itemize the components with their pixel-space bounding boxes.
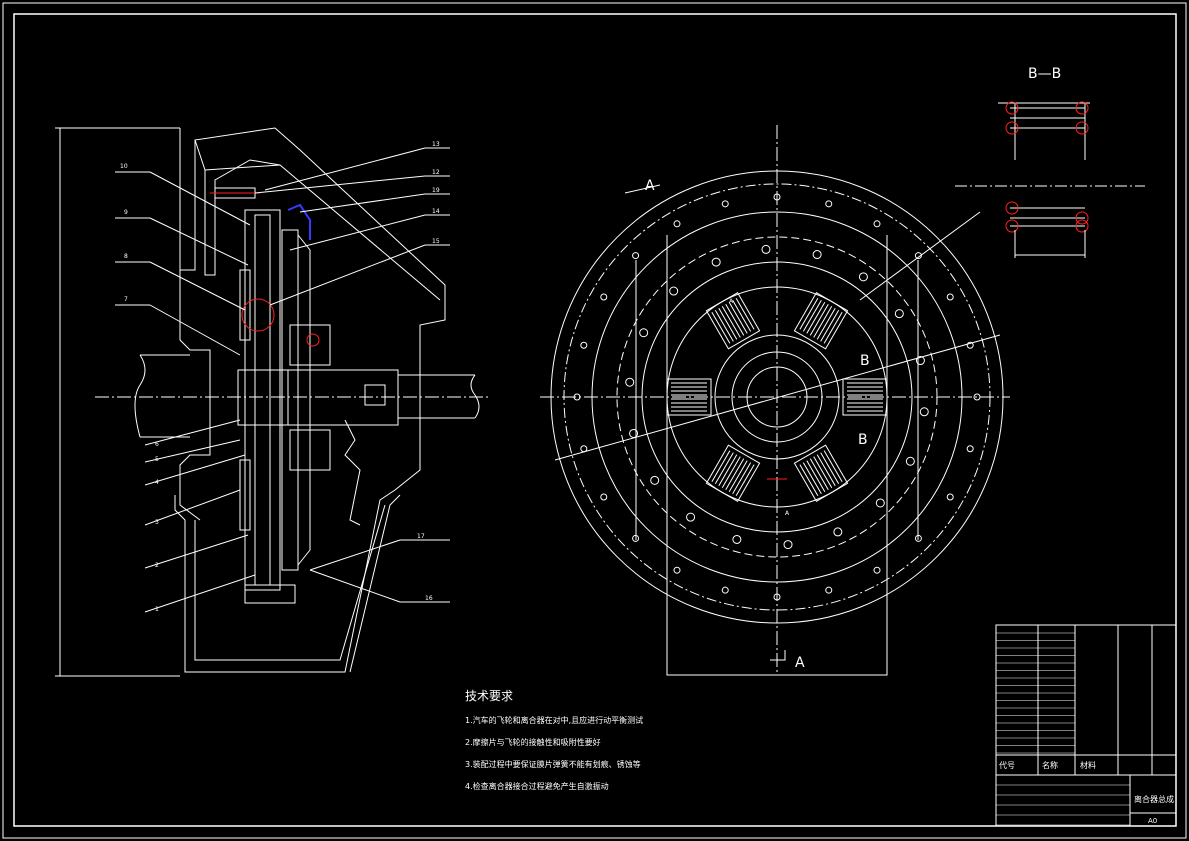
note-3: 3.装配过程中要保证膜片弹簧不能有划痕、锈蚀等 — [465, 759, 641, 769]
tb-drawing-name: 离合器总成 — [1134, 794, 1174, 804]
damper-spring-icon — [705, 444, 761, 502]
bolt-hole-icon — [773, 193, 781, 201]
front-view — [540, 125, 1010, 676]
part-num-9: 9 — [124, 209, 128, 216]
bolt-hole-icon — [600, 493, 608, 501]
bolt-hole-icon — [966, 341, 974, 349]
view-label-a-small-2: A — [785, 510, 790, 517]
tb-col-code: 代号 — [999, 760, 1015, 770]
part-num-4: 4 — [155, 479, 159, 486]
rivet-icon — [761, 244, 771, 254]
bolt-hole-icon — [721, 200, 729, 208]
view-label-a-small-1: A — [729, 298, 734, 305]
rivet-icon — [858, 272, 868, 282]
bolt-hole-icon — [632, 252, 640, 260]
front-view-details — [573, 193, 981, 601]
part-num-16: 16 — [425, 595, 433, 602]
notes-title: 技术要求 — [465, 689, 513, 703]
part-num-3: 3 — [155, 519, 159, 526]
rivet-icon — [639, 328, 649, 338]
part-num-1: 1 — [155, 606, 159, 613]
note-2: 2.摩擦片与飞轮的接触性和吸附性要好 — [465, 737, 601, 747]
bolt-hole-icon — [580, 341, 588, 349]
damper-spring-icon — [793, 292, 849, 350]
rivet-icon — [833, 527, 843, 537]
damper-spring-icon — [793, 444, 849, 502]
rivet-icon — [915, 356, 925, 366]
rivet-icon — [732, 534, 742, 544]
part-num-5: 5 — [155, 456, 159, 463]
part-num-13: 13 — [432, 141, 440, 148]
bolt-hole-icon — [721, 586, 729, 594]
bolt-hole-icon — [914, 534, 922, 542]
rivet-icon — [812, 250, 822, 260]
rivet-icon — [783, 540, 793, 550]
section-view — [55, 127, 490, 677]
part-num-2: 2 — [155, 562, 159, 569]
bolt-hole-icon — [573, 393, 581, 401]
title-block — [995, 624, 1177, 827]
bolt-hole-icon — [946, 293, 954, 301]
section-bb — [955, 101, 1145, 258]
note-4: 4.检查离合器接合过程避免产生自激振动 — [465, 781, 609, 791]
part-num-19: 19 — [432, 187, 440, 194]
view-label-a-bottom: A — [795, 655, 805, 671]
part-num-6: 6 — [155, 441, 159, 448]
part-num-15: 15 — [432, 238, 440, 245]
bolt-hole-icon — [600, 293, 608, 301]
bolt-hole-icon — [966, 445, 974, 453]
tb-col-material: 材料 — [1080, 760, 1096, 770]
bolt-hole-icon — [773, 593, 781, 601]
note-1: 1.汽车的飞轮和离合器在对中,且应进行动平衡测试 — [465, 715, 643, 725]
part-num-14: 14 — [432, 208, 440, 215]
part-num-12: 12 — [432, 169, 440, 176]
part-num-7: 7 — [124, 296, 128, 303]
bolt-hole-icon — [946, 493, 954, 501]
title-block-rows — [996, 632, 1130, 826]
damper-spring-icon — [842, 378, 888, 416]
rivet-icon — [629, 428, 639, 438]
inner-frame — [13, 13, 1177, 827]
rivet-icon — [625, 377, 635, 387]
bolt-hole-icon — [973, 393, 981, 401]
bolt-hole-icon — [825, 586, 833, 594]
damper-spring-icon — [705, 292, 761, 350]
rivet-icon — [894, 309, 904, 319]
part-num-8: 8 — [124, 253, 128, 260]
bolt-hole-icon — [873, 220, 881, 228]
tb-sheet-size: A0 — [1148, 817, 1157, 825]
bolt-hole-icon — [873, 566, 881, 574]
damper-spring-icon — [666, 378, 712, 416]
rivet-icon — [650, 475, 660, 485]
rivet-icon — [905, 456, 915, 466]
view-label-a-top: A — [645, 178, 655, 194]
bolt-hole-icon — [632, 534, 640, 542]
bolt-hole-icon — [580, 445, 588, 453]
rivet-icon — [875, 498, 885, 508]
bolt-hole-icon — [825, 200, 833, 208]
view-label-b-upper: B — [860, 353, 870, 369]
bolt-hole-icon — [673, 220, 681, 228]
part-num-17: 17 — [417, 533, 425, 540]
rivet-icon — [919, 407, 929, 417]
part-num-10: 10 — [120, 163, 128, 170]
section-title: B—B — [1028, 66, 1061, 82]
bolt-hole-icon — [914, 252, 922, 260]
view-label-b-lower: B — [858, 432, 868, 448]
rivet-icon — [711, 257, 721, 267]
tb-col-name: 名称 — [1042, 760, 1058, 770]
rivet-icon — [669, 286, 679, 296]
rivet-icon — [686, 512, 696, 522]
bolt-hole-icon — [673, 566, 681, 574]
